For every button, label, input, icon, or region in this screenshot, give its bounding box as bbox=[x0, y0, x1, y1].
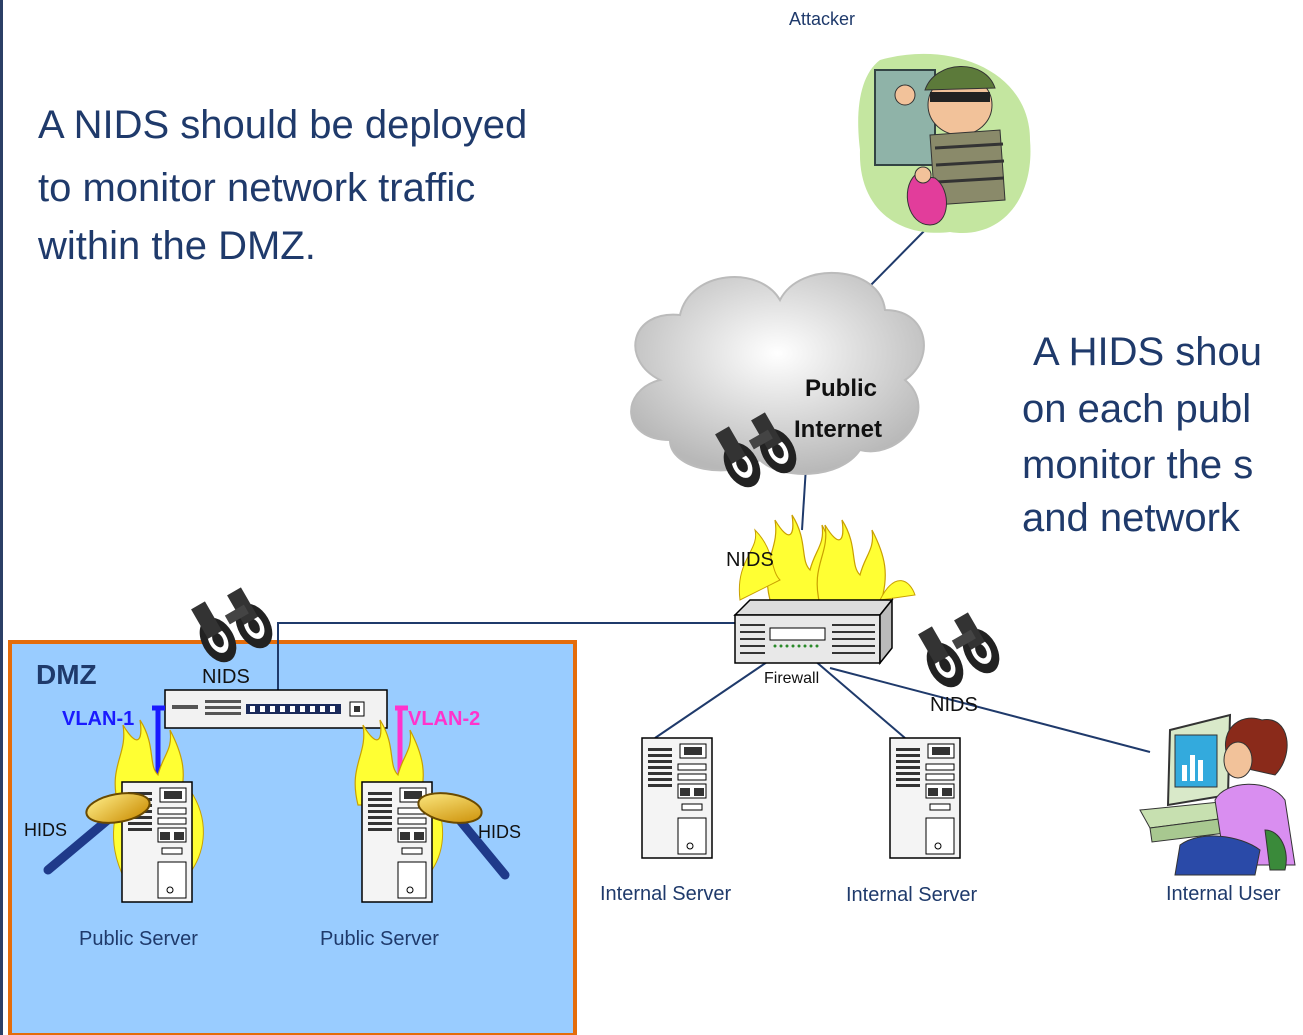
firewall-icon bbox=[733, 597, 894, 666]
attacker-label: Attacker bbox=[789, 9, 856, 29]
nids-label-dmz: NIDS bbox=[202, 666, 250, 688]
flame-icon bbox=[816, 519, 886, 606]
vlan1-label: VLAN-1 bbox=[62, 708, 135, 730]
switch-icon bbox=[164, 689, 388, 729]
user-icon bbox=[1139, 713, 1296, 876]
hids-note-line-1: A HIDS shou bbox=[1033, 330, 1263, 374]
server-icon bbox=[889, 737, 961, 859]
server-icon bbox=[641, 737, 713, 859]
slide-left-border bbox=[0, 0, 3, 1035]
hids-note-line-4: and network bbox=[1022, 496, 1240, 540]
cloud-icon bbox=[630, 271, 925, 475]
hids-label-left: HIDS bbox=[24, 820, 68, 840]
cloud-label-line-1: Public bbox=[805, 375, 878, 402]
hids-note-line-3: monitor the s bbox=[1022, 443, 1254, 487]
public-server-label-1: Public Server bbox=[79, 928, 198, 950]
nids-note-line-1: A NIDS should be deployed bbox=[38, 103, 528, 147]
magnifier-icon bbox=[417, 792, 510, 880]
hids-label-right: HIDS bbox=[478, 822, 522, 842]
firewall-label: Firewall bbox=[764, 670, 820, 687]
internal-server-label-2: Internal Server bbox=[846, 884, 978, 906]
attacker-icon bbox=[858, 53, 1031, 234]
hids-note-line-2: on each publ bbox=[1022, 387, 1252, 431]
nids-note-line-2: to monitor network traffic bbox=[38, 166, 476, 210]
internal-server-label-1: Internal Server bbox=[600, 883, 732, 905]
public-server-label-2: Public Server bbox=[320, 928, 439, 950]
nids-note-line-3: within the DMZ. bbox=[38, 224, 316, 268]
vlan2-label: VLAN-2 bbox=[408, 708, 481, 730]
magnifier-icon bbox=[43, 792, 151, 875]
nids-label-internal: NIDS bbox=[930, 694, 978, 716]
internal-user-label: Internal User bbox=[1166, 883, 1281, 905]
nids-label-firewall: NIDS bbox=[726, 549, 774, 571]
binoculars-icon bbox=[918, 612, 1007, 694]
dmz-label: DMZ bbox=[36, 659, 97, 690]
cloud-label-line-2: Internet bbox=[794, 416, 883, 443]
